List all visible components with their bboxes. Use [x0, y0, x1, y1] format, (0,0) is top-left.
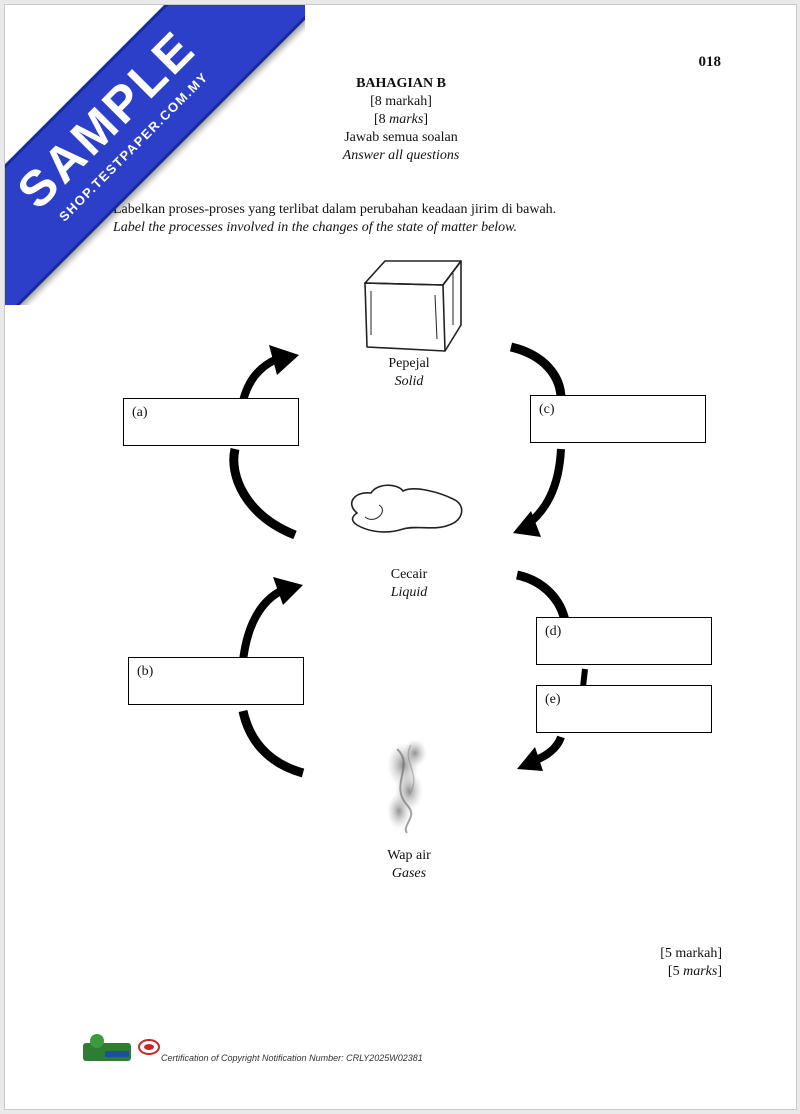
copyright-notice: Certification of Copyright Notification … — [161, 1053, 423, 1063]
liquid-label-bm: Cecair — [329, 566, 489, 584]
answer-box-a[interactable]: (a) — [123, 398, 299, 446]
puddle-icon — [352, 485, 462, 532]
answer-box-c[interactable]: (c) — [530, 395, 706, 443]
paper-code: 018 — [699, 54, 722, 71]
answer-box-d-label: (d) — [545, 624, 561, 639]
answer-box-e[interactable]: (e) — [536, 685, 712, 733]
gas-label-bm: Wap air — [329, 847, 489, 865]
gas-label-en: Gases — [329, 865, 489, 883]
liquid-label-en: Liquid — [329, 584, 489, 602]
solid-label-bm: Pepejal — [329, 355, 489, 373]
worksheet-page: 018 BAHAGIAN B [8 markah] [8 marks] Jawa… — [4, 4, 797, 1110]
solid-label-en: Solid — [329, 373, 489, 391]
publisher-logo — [83, 1034, 131, 1061]
answer-box-d[interactable]: (d) — [536, 617, 712, 665]
answer-box-a-label: (a) — [132, 405, 148, 420]
state-gas: Wap air Gases — [329, 847, 489, 883]
question-marks-en: [5 marks] — [660, 963, 722, 981]
steam-icon — [387, 739, 427, 833]
state-solid: Pepejal Solid — [329, 355, 489, 391]
arrow-d-e — [517, 575, 585, 771]
answer-box-b-label: (b) — [137, 664, 153, 679]
answer-box-b[interactable]: (b) — [128, 657, 304, 705]
question-marks: [5 markah] [5 marks] — [660, 945, 722, 981]
ice-cube-icon — [365, 261, 461, 351]
certification-logo — [139, 1040, 159, 1054]
state-liquid: Cecair Liquid — [329, 566, 489, 602]
sample-ribbon: SAMPLE SHOP.TESTPAPER.COM.MY — [5, 5, 305, 305]
answer-box-e-label: (e) — [545, 692, 561, 707]
sample-watermark: SAMPLE SHOP.TESTPAPER.COM.MY — [5, 5, 305, 305]
answer-box-c-label: (c) — [539, 402, 555, 417]
watermark-title: SAMPLE — [5, 5, 291, 304]
question-marks-bm: [5 markah] — [660, 945, 722, 963]
